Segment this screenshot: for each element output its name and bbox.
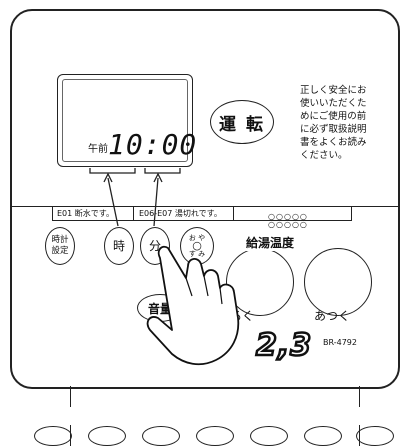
hotter-label: あつく [314, 309, 351, 323]
error-code-e06-e07: E06-E07 湯切れです。 [139, 209, 222, 218]
oyasumi-char: お [188, 234, 196, 242]
dots-row: ○○○○○ [268, 220, 308, 229]
bottom-outline [304, 426, 342, 446]
notice-line: ください。 [300, 150, 348, 161]
bottom-outline [356, 426, 394, 446]
clock-set-label-1: 時計 [51, 235, 69, 245]
dots-row: ○○○○○ [268, 212, 308, 221]
time-readout: 10:00 [108, 128, 198, 161]
hour-button[interactable]: 時 [104, 227, 134, 265]
bottom-outline [196, 426, 234, 446]
error-code-strip: E01 断水です。 E06-E07 湯切れです。 [52, 206, 352, 221]
safety-notice: 正しく安全にお 使いいただくた めにご使用の前 に必ず取扱説明 書をよくお読み … [300, 84, 384, 162]
run-button[interactable]: 運 転 [210, 100, 274, 144]
oyasumi-char: や [198, 234, 206, 242]
oyasumi-char: す [188, 250, 196, 258]
notice-line: に必ず取扱説明 [300, 124, 367, 135]
error-code-e01: E01 断水です。 [57, 209, 114, 218]
clock-set-button[interactable]: 時計 設定 [45, 227, 75, 265]
bottom-outline [250, 426, 288, 446]
ampm-indicator: 午前 [88, 144, 108, 155]
notice-line: 正しく安全にお [300, 85, 367, 96]
pointing-hand-icon [146, 245, 240, 366]
notice-line: 書をよくお読み [300, 137, 367, 148]
bottom-outline [88, 426, 126, 446]
temp-down-dial[interactable] [226, 248, 294, 316]
notice-line: めにご使用の前 [300, 111, 367, 122]
notice-line: 使いいただくた [300, 98, 367, 109]
temp-up-dial[interactable] [304, 248, 372, 316]
step-number: 2,3 [255, 327, 313, 365]
model-number: BR-4792 [323, 338, 357, 347]
temperature-dots: ○○○○○ ○○○○○ [268, 213, 312, 229]
bottom-outline [34, 426, 72, 446]
oyasumi-char: み [198, 250, 206, 258]
clock-display [57, 74, 193, 167]
volume-button[interactable]: 音量 [137, 294, 183, 322]
clock-set-label-2: 設定 [51, 246, 69, 256]
bottom-outline [142, 426, 180, 446]
temperature-label: 給湯温度 [243, 234, 298, 251]
